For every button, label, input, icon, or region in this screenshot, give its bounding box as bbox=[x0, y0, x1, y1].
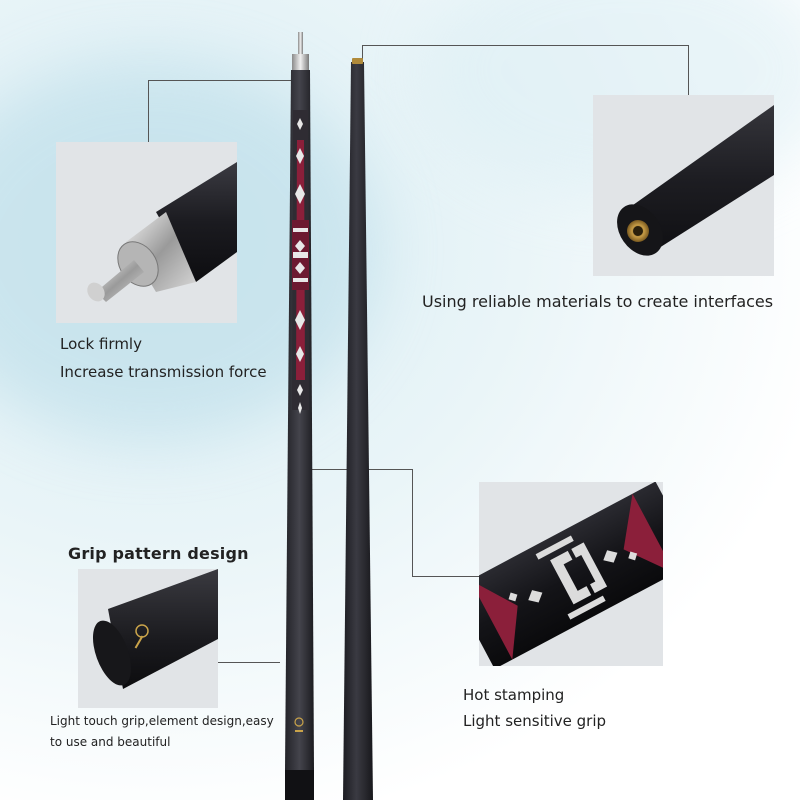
leader-line bbox=[148, 80, 149, 142]
joint-callout-line1: Lock firmly bbox=[60, 335, 142, 353]
joint-pin-detail-image bbox=[56, 142, 237, 323]
leader-line bbox=[412, 576, 480, 577]
shaft-interface-detail-image bbox=[593, 95, 774, 276]
stamping-callout-line1: Hot stamping bbox=[463, 686, 565, 704]
shaft bbox=[343, 58, 373, 800]
joint-callout-line2: Increase transmission force bbox=[60, 363, 267, 381]
grip-detail-image bbox=[78, 569, 218, 708]
leader-line bbox=[148, 80, 296, 81]
stamping-callout-line2: Light sensitive grip bbox=[463, 712, 607, 730]
butt-joint-pin bbox=[292, 32, 309, 70]
butt-cap bbox=[285, 770, 314, 800]
leader-line bbox=[688, 45, 689, 95]
leader-line bbox=[412, 469, 413, 576]
hot-stamping-detail-image bbox=[479, 482, 663, 666]
butt-logo bbox=[294, 717, 304, 732]
grip-callout-title: Grip pattern design bbox=[68, 544, 249, 563]
leader-line bbox=[218, 662, 280, 663]
grip-callout-description: Light touch grip,element design,easy to … bbox=[50, 714, 274, 749]
leader-line bbox=[362, 45, 688, 46]
interface-callout: Using reliable materials to create inter… bbox=[422, 292, 774, 311]
butt-inlay bbox=[292, 110, 309, 414]
leader-line bbox=[362, 45, 363, 61]
